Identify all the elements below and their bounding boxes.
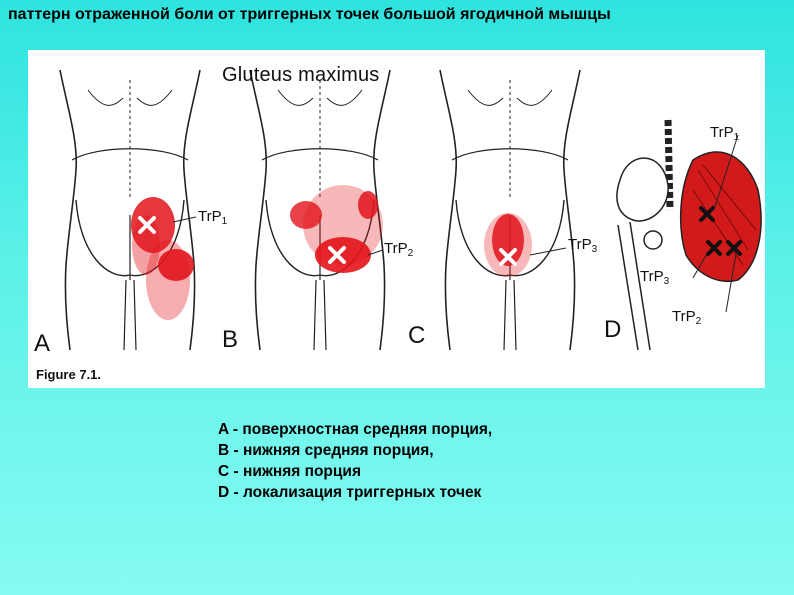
trp-label-d1: TrP1: [710, 124, 740, 143]
panel-letter-a: A: [34, 330, 51, 357]
figure-heading: Gluteus maximus: [222, 64, 380, 86]
trp-label-b: TrP2: [384, 240, 414, 259]
gluteus-muscle: [679, 151, 762, 282]
panel-letter-c: C: [408, 322, 426, 349]
panel-letter-b: B: [222, 326, 239, 353]
panel-letter-d: D: [604, 316, 622, 343]
trp-label-c: TrP3: [568, 236, 598, 255]
trp-label-a: TrP1: [198, 208, 228, 227]
trp-label-d3: TrP3: [640, 268, 670, 287]
pain-pattern-a: [131, 197, 194, 320]
legend-item-d: D - локализация триггерных точек: [218, 484, 482, 501]
legend-item-b: B - нижняя средняя порция,: [218, 442, 434, 459]
trp-markers-d: [699, 206, 742, 256]
panel-b-body: [249, 69, 391, 351]
panel-d-pelvis: [616, 119, 762, 351]
trp-label-d2: TrP2: [672, 308, 702, 327]
gluteus-illustration: [59, 69, 762, 351]
trp-marker-b: [328, 246, 346, 264]
figure-caption: Figure 7.1.: [36, 367, 102, 382]
trp-marker-c: [499, 248, 517, 266]
legend-list: A - поверхностная средняя порция, B - ни…: [218, 419, 492, 503]
slide-title: паттерн отраженной боли от триггерных то…: [8, 6, 611, 23]
legend-item-c: C - нижняя порция: [218, 463, 362, 480]
pain-pattern-c: [484, 213, 532, 277]
pain-pattern-b: [290, 185, 383, 273]
panel-a-body: [59, 69, 201, 351]
anatomy-figure: Gluteus maximus A B C D TrP1 TrP2 TrP3 T…: [28, 50, 765, 388]
panel-c-body: [439, 69, 581, 351]
legend-item-a: A - поверхностная средняя порция,: [218, 421, 493, 438]
trp-marker-a: [138, 216, 156, 234]
